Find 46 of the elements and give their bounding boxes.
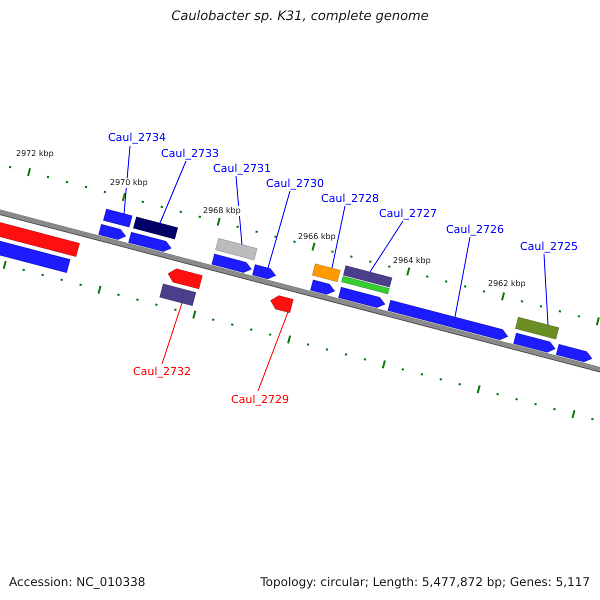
gene-label: Caul_2732	[133, 365, 191, 378]
gene-label: Caul_2734	[108, 131, 166, 144]
scale-label: 2968 kbp	[203, 206, 241, 216]
gene-block	[310, 279, 336, 295]
gene-label: Caul_2729	[231, 393, 289, 406]
gene-label: Caul_2725	[520, 240, 578, 254]
gene-block	[128, 232, 172, 252]
gene-label: Caul_2733	[161, 147, 219, 160]
gene-block	[168, 268, 203, 290]
leader-line	[236, 176, 242, 246]
gene-label: Caul_2731	[213, 162, 271, 176]
gene-block	[211, 253, 252, 274]
leader-line	[162, 302, 182, 364]
gene-block	[341, 276, 390, 294]
gene-block	[270, 295, 294, 314]
scale-label: 2966 kbp	[298, 232, 336, 242]
gene-block	[556, 344, 593, 362]
leader-line	[454, 236, 470, 318]
leader-line	[258, 312, 288, 392]
scale-label: 2962 kbp	[488, 279, 526, 289]
footer-text: Topology: circular; Length: 5,477,872 bp; Genes: 5,117	[260, 575, 590, 590]
gene-block	[132, 216, 178, 240]
gene-block	[252, 264, 276, 280]
leader-line	[268, 190, 290, 268]
gene-block	[159, 283, 196, 306]
gene-label: Caul_2730	[266, 177, 324, 190]
gene-block	[98, 224, 126, 240]
gene-block	[338, 286, 386, 308]
footer-text: Accession: NC_010338	[9, 575, 146, 590]
gene-block	[387, 300, 508, 340]
gene-label: Caul_2728	[321, 192, 379, 206]
leader-line	[332, 206, 346, 268]
gene-label: Caul_2726	[446, 223, 504, 236]
leader-line	[544, 254, 548, 326]
gene-block	[312, 263, 341, 282]
title: Caulobacter sp. K31, complete genome	[170, 9, 430, 25]
gene-block	[342, 265, 393, 288]
scale-label: 2972 kbp	[16, 149, 54, 159]
scale-label: 2964 kbp	[393, 256, 431, 266]
gene-block	[215, 238, 258, 260]
scale-label: 2970 kbp	[110, 178, 148, 188]
gene-block	[102, 208, 133, 228]
gene-label: Caul_2727	[379, 207, 437, 220]
leader-line	[160, 160, 186, 224]
gene-block	[513, 332, 556, 353]
gene-block	[514, 316, 560, 340]
